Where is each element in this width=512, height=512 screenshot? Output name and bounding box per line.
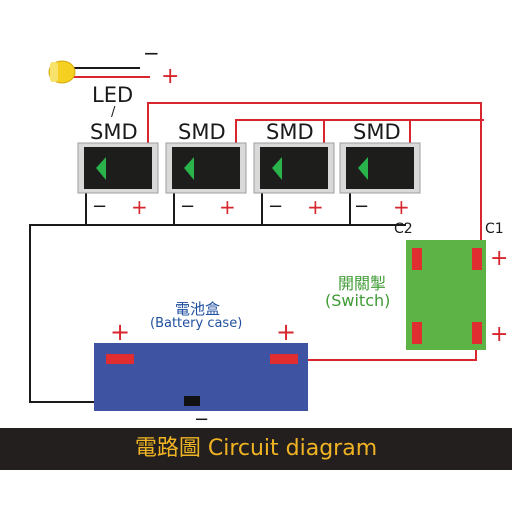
switch-plus-bottom: + (490, 322, 508, 347)
smd-plus-sign: + (219, 195, 236, 219)
led-component: − + LED / (48, 41, 179, 120)
smd-label: SMD (353, 120, 401, 144)
smd-module-3: SMD − + (253, 120, 335, 219)
smd-label: SMD (178, 120, 226, 144)
smd-minus-sign: − (354, 196, 369, 217)
smd-minus-sign: − (92, 196, 107, 217)
battery-label-en: (Battery case) (150, 316, 242, 331)
switch-pad-c1-top (472, 248, 482, 270)
switch-label-en: (Switch) (325, 291, 390, 310)
battery-minus-sign: − (194, 409, 209, 430)
switch-label-zh: 開關掣 (338, 274, 386, 293)
battery-terminal-left (106, 354, 134, 364)
switch-pad-c1-bottom (472, 322, 482, 344)
smd-minus-sign: − (268, 196, 283, 217)
black-wires (29, 67, 406, 403)
smd-chip (260, 147, 328, 189)
smd-led-indicator-icon (272, 157, 282, 180)
smd-module-1: SMD − + (77, 120, 159, 219)
smd-chip (172, 147, 240, 189)
battery-case-body (94, 343, 308, 411)
switch-c1-label: C1 (485, 221, 504, 237)
battery-plus-left: + (110, 318, 130, 346)
smd-label: SMD (266, 120, 314, 144)
smd-led-indicator-icon (358, 157, 368, 180)
switch-pad-c2-bottom (412, 322, 422, 344)
smd-led-indicator-icon (184, 157, 194, 180)
caption-title: 電路圖 Circuit diagram (134, 436, 378, 461)
smd-plus-sign: + (307, 195, 324, 219)
smd-label: SMD (90, 120, 138, 144)
smd-chip (346, 147, 414, 189)
led-minus-sign: − (143, 41, 160, 65)
positive-bus-wire (147, 102, 482, 246)
switch-plus-top: + (490, 246, 508, 271)
battery-plus-right: + (276, 318, 296, 346)
switch-component: C2 C1 開關掣 (Switch) + + (325, 221, 508, 350)
smd-module-2: SMD − + (165, 120, 247, 219)
led-slash: / (111, 105, 116, 120)
battery-component: 電池盒 (Battery case) + + − (94, 300, 308, 430)
smd-plus-sign: + (131, 195, 148, 219)
switch-pad-c2-top (412, 248, 422, 270)
smd-chip (84, 147, 152, 189)
led-rim (50, 62, 58, 82)
battery-minus-terminal (184, 396, 200, 406)
led-plus-sign: + (161, 64, 179, 89)
battery-label-zh: 電池盒 (175, 300, 220, 318)
smd-minus-sign: − (180, 196, 195, 217)
smd-module-4: SMD − + (339, 120, 421, 219)
switch-c2-label: C2 (394, 221, 413, 237)
negative-bus-wire (29, 192, 190, 403)
caption-bar (0, 428, 512, 470)
smd-plus-sign: + (393, 195, 410, 219)
battery-terminal-right (270, 354, 298, 364)
led-label: LED (92, 83, 133, 107)
smd-led-indicator-icon (96, 157, 106, 180)
